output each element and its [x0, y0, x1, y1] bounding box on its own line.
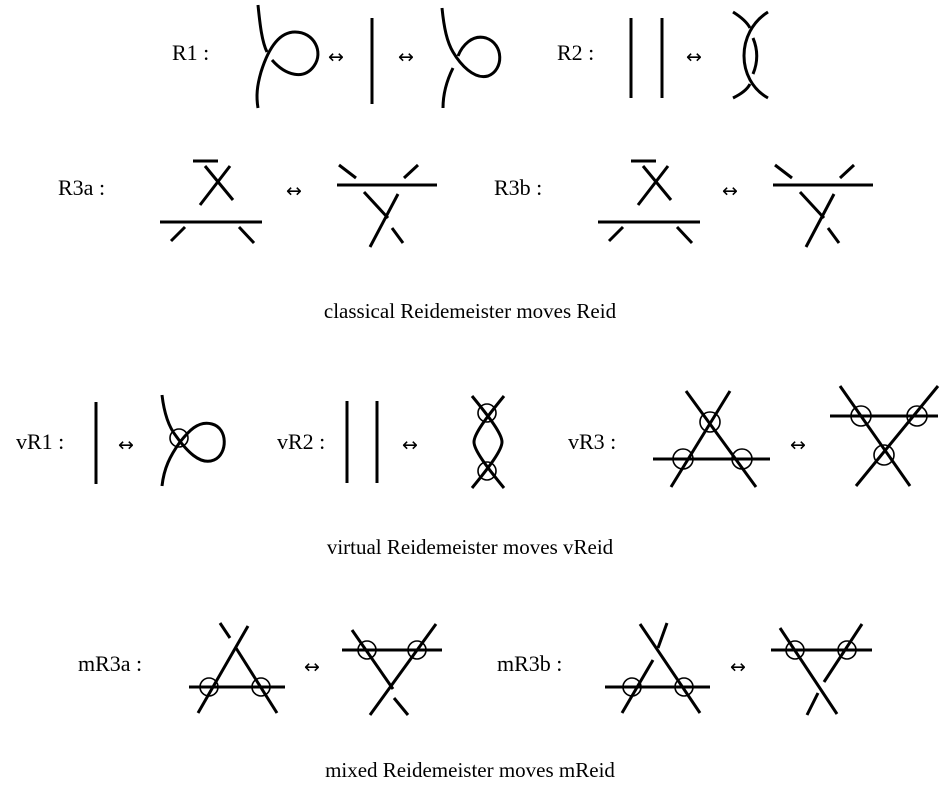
vr1-arrow: ↔ [118, 434, 134, 456]
r3a-left [160, 159, 262, 245]
r1-arrow-1: ↔ [328, 46, 344, 68]
virtual-crossing-circle [873, 444, 895, 466]
r2-label: R2 : [557, 40, 594, 65]
virtual-crossing-circle [850, 405, 872, 427]
r1-label: R1 : [172, 40, 209, 65]
r2-double-crossing [732, 10, 769, 100]
r2-arrow: ↔ [686, 46, 702, 68]
vr2-arrow: ↔ [402, 434, 418, 456]
mr3b-arrow: ↔ [730, 656, 746, 678]
mr3a-right [342, 623, 442, 716]
vr3-right [830, 385, 940, 487]
virtual-crossing-circle [169, 428, 189, 448]
vr2-label: vR2 : [277, 429, 325, 454]
r3b-right [773, 163, 873, 248]
r3b-label: R3b : [494, 175, 542, 200]
mr3b-left [605, 622, 710, 714]
virtual-crossing-circle [672, 448, 694, 470]
virtual-crossing-circle [251, 677, 271, 697]
virtual-crossing-circle [837, 640, 857, 660]
vr3-left [653, 390, 770, 488]
virtual-crossing-circle [674, 677, 694, 697]
virtual-crossing-circle [477, 461, 497, 481]
r3a-right [337, 163, 437, 248]
classical-caption: classical Reidemeister moves Reid [324, 299, 617, 323]
vr1-label: vR1 : [16, 429, 64, 454]
virtual-crossing-circle [785, 640, 805, 660]
mr3b-right [771, 623, 872, 716]
r3a-arrow: ↔ [286, 180, 302, 202]
mixed-caption: mixed Reidemeister moves mReid [325, 758, 615, 782]
r1-kink-left [255, 4, 320, 109]
virtual-crossing-circle [731, 448, 753, 470]
r3b-left [598, 159, 700, 245]
vr3-label: vR3 : [568, 429, 616, 454]
r2-parallel-strands [629, 18, 664, 98]
vr2-double-virtual-crossing [470, 395, 506, 489]
r3b-arrow: ↔ [722, 180, 738, 202]
r3a-label: R3a : [58, 175, 105, 200]
r1-kink-right [440, 7, 502, 109]
virtual-crossing-circle [699, 411, 721, 433]
r1-arrow-2: ↔ [398, 46, 414, 68]
vr3-arrow: ↔ [790, 434, 806, 456]
vr2-parallel-strands [345, 401, 379, 483]
virtual-crossing-circle [407, 640, 427, 660]
virtual-caption: virtual Reidemeister moves vReid [327, 535, 614, 559]
virtual-crossing-circle [357, 640, 377, 660]
virtual-crossing-circle [477, 403, 497, 423]
vr1-virtual-kink [160, 394, 226, 487]
mr3a-left [189, 622, 285, 714]
virtual-crossing-circle [199, 677, 219, 697]
virtual-crossing-circle [906, 405, 928, 427]
virtual-crossing-circle [622, 677, 642, 697]
mr3b-label: mR3b : [497, 651, 562, 676]
mr3a-arrow: ↔ [304, 656, 320, 678]
mr3a-label: mR3a : [78, 651, 142, 676]
